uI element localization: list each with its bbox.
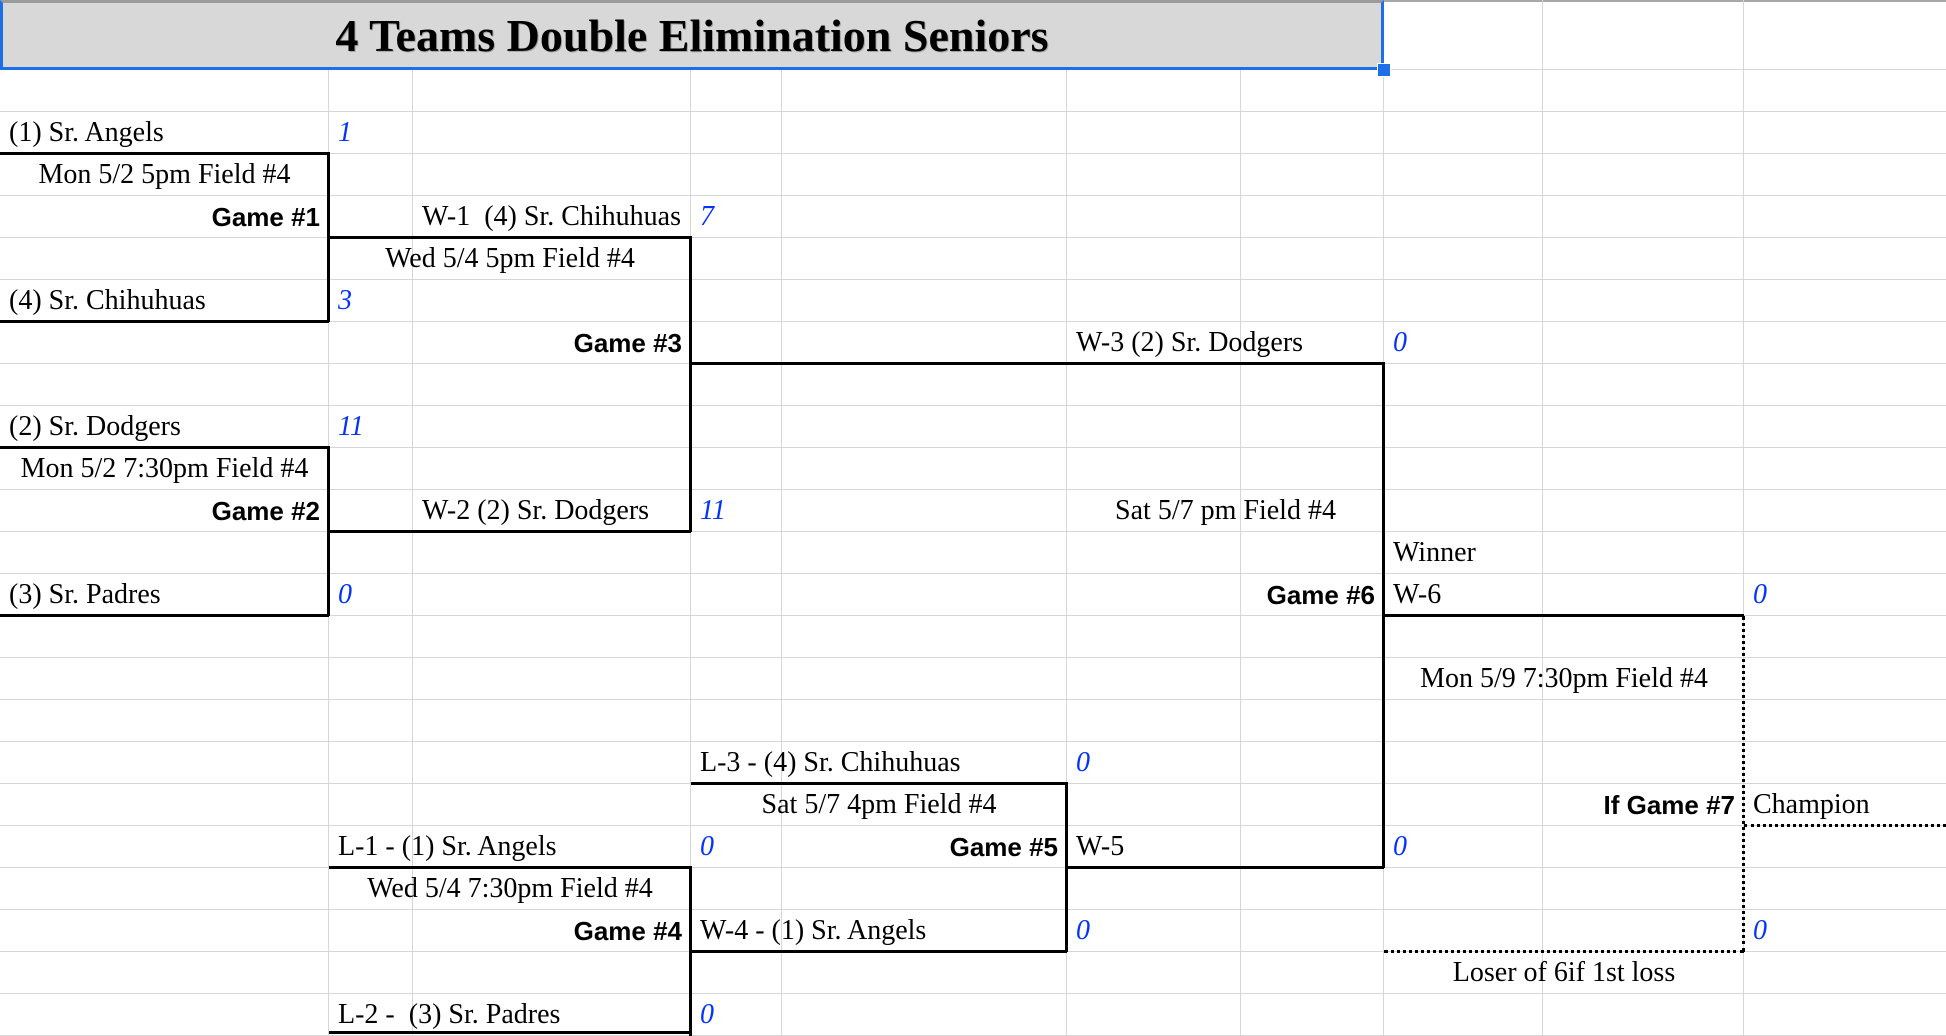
gridline-vertical [1240,70,1241,1036]
champion-label[interactable]: Champion [1753,789,1870,820]
bracket-line-vertical [327,446,330,616]
gridline-horizontal [0,993,1946,994]
gridline-horizontal [0,531,1946,532]
team-seed2-dodgers[interactable]: (2) Sr. Dodgers [9,411,181,442]
score-game3-w1[interactable]: 7 [700,201,714,232]
dotted-line-vertical [1742,616,1745,952]
result-w1[interactable]: W-1 (4) Sr. Chihuhuas [422,201,681,232]
label-game1[interactable]: Game #1 [211,202,320,232]
bracket-line-horizontal [0,614,329,617]
gridline-horizontal [0,909,1946,910]
gridline-horizontal [0,321,1946,322]
result-l1[interactable]: L-1 - (1) Sr. Angels [338,831,557,862]
schedule-game5[interactable]: Sat 5/7 4pm Field #4 [761,789,997,820]
bracket-line-horizontal [691,782,1067,785]
gridline-vertical [1743,0,1744,70]
bracket-line-vertical [689,236,692,532]
score-game1-chihuhuas[interactable]: 3 [338,285,352,316]
bracket-line-horizontal [0,320,329,323]
gridline-horizontal [0,237,1946,238]
score-game4-l1[interactable]: 0 [700,831,714,862]
team-seed4-chihuhuas[interactable]: (4) Sr. Chihuhuas [9,285,206,316]
score-game2-dodgers[interactable]: 11 [338,411,364,442]
result-l2[interactable]: L-2 - (3) Sr. Padres [338,999,561,1030]
result-w4[interactable]: W-4 - (1) Sr. Angels [700,915,927,946]
gridline-horizontal [0,741,1946,742]
score-game7-if[interactable]: 0 [1753,915,1767,946]
bracket-line-vertical [1382,362,1385,868]
schedule-game6[interactable]: Sat 5/7 pm Field #4 [1115,495,1336,526]
bracket-line-horizontal [329,236,691,239]
gridline-vertical [1542,70,1543,1036]
schedule-game3[interactable]: Wed 5/4 5pm Field #4 [385,243,635,274]
score-game4-l2[interactable]: 0 [700,999,714,1030]
bracket-line-horizontal [329,1031,691,1034]
bracket-line-vertical [689,866,692,1036]
gridline-horizontal [0,657,1946,658]
winner-label[interactable]: Winner [1393,537,1476,568]
bracket-line-horizontal [0,446,329,449]
bracket-line-horizontal [329,530,691,533]
label-if-game7[interactable]: If Game #7 [1603,790,1735,820]
bracket-line-horizontal [1384,614,1744,617]
gridline-horizontal [0,489,1946,490]
result-l3[interactable]: L-3 - (4) Sr. Chihuhuas [700,747,961,778]
page-title: 4 Teams Double Elimination Seniors [335,9,1049,61]
gridline-horizontal [0,111,1946,112]
team-seed3-padres[interactable]: (3) Sr. Padres [9,579,161,610]
gridline-vertical [1066,70,1067,1036]
result-w5[interactable]: W-5 [1076,831,1125,862]
score-game5-l3[interactable]: 0 [1076,747,1090,778]
gridline-horizontal [0,153,1946,154]
bracket-line-horizontal [691,362,1384,365]
schedule-game4[interactable]: Wed 5/4 7:30pm Field #4 [367,873,653,904]
bracket-line-horizontal [0,152,329,155]
gridline-vertical [412,70,413,1036]
bracket-line-horizontal [691,950,1067,953]
label-game2[interactable]: Game #2 [211,496,320,526]
score-game7-w6[interactable]: 0 [1753,579,1767,610]
gridline-horizontal [0,825,1946,826]
gridline-horizontal [0,405,1946,406]
selection-handle[interactable] [1377,63,1391,77]
score-game6-w5[interactable]: 0 [1393,831,1407,862]
bracket-line-vertical [1065,782,1068,952]
gridline-horizontal [0,573,1946,574]
dotted-line-horizontal [1384,950,1744,953]
result-w3[interactable]: W-3 (2) Sr. Dodgers [1076,327,1304,358]
score-game1-angels[interactable]: 1 [338,117,352,148]
label-game5[interactable]: Game #5 [949,832,1058,862]
gridline-horizontal [0,195,1946,196]
score-game6-w3[interactable]: 0 [1393,327,1407,358]
result-w2[interactable]: W-2 (2) Sr. Dodgers [422,495,650,526]
gridline-horizontal [0,699,1946,700]
score-game5-w4[interactable]: 0 [1076,915,1090,946]
label-game3[interactable]: Game #3 [573,328,682,358]
score-game2-padres[interactable]: 0 [338,579,352,610]
bracket-line-vertical [327,152,330,322]
score-game3-w2[interactable]: 11 [700,495,726,526]
schedule-game1[interactable]: Mon 5/2 5pm Field #4 [38,159,291,190]
dotted-line-horizontal [1744,824,1946,827]
label-game4[interactable]: Game #4 [573,916,682,946]
schedule-game7[interactable]: Mon 5/9 7:30pm Field #4 [1420,663,1708,694]
result-w6[interactable]: W-6 [1393,579,1442,610]
bracket-line-horizontal [329,866,691,869]
gridline-horizontal [0,279,1946,280]
title-cell[interactable]: 4 Teams Double Elimination Seniors [0,0,1384,70]
gridline-horizontal [0,447,1946,448]
gridline-vertical [1743,70,1744,1036]
gridline-horizontal [0,615,1946,616]
label-game6[interactable]: Game #6 [1266,580,1375,610]
gridline-vertical [781,70,782,1036]
bracket-line-horizontal [1067,866,1384,869]
loser-of-6-note[interactable]: Loser of 6if 1st loss [1452,957,1676,988]
gridline-horizontal [0,867,1946,868]
team-seed1-angels[interactable]: (1) Sr. Angels [9,117,164,148]
gridline-vertical [1542,0,1543,70]
schedule-game2[interactable]: Mon 5/2 7:30pm Field #4 [20,453,309,484]
gridline-vertical [690,70,691,1036]
